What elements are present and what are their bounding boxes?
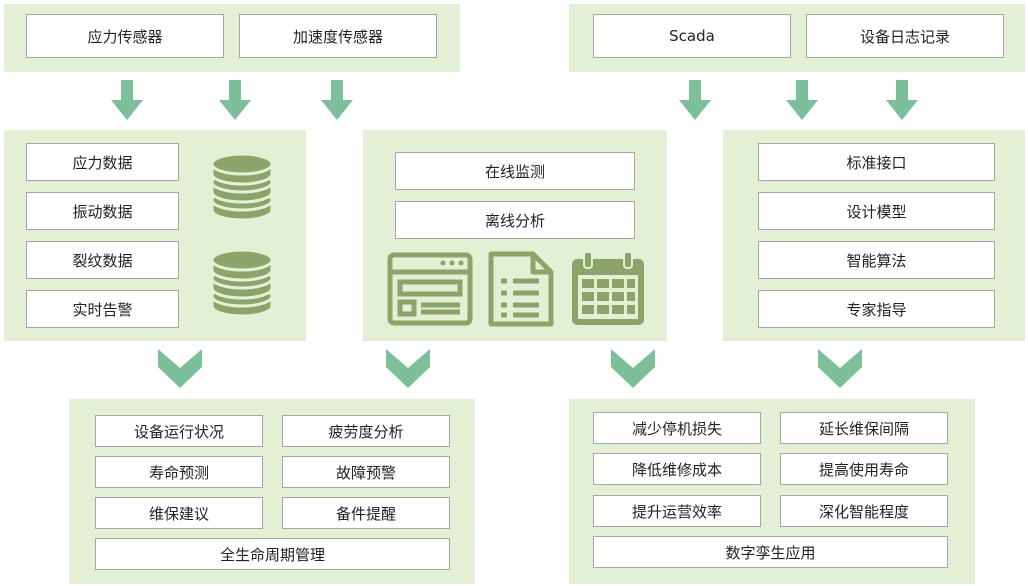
data-item-crack: 裂纹数据 (26, 241, 179, 279)
data-item-realtime-alarm: 实时告警 (26, 290, 179, 328)
down-arrow-icon (786, 80, 818, 120)
down-arrow-icon (219, 80, 251, 120)
chevron-arrow-icons (158, 349, 862, 388)
chevron-down-icon (611, 349, 655, 388)
source-stress-sensor: 应力传感器 (26, 14, 224, 58)
browser-window-icon (387, 252, 473, 326)
outcome-deepen-intelligence: 深化智能程度 (780, 495, 948, 527)
outcome-reduce-repair-cost: 降低维修成本 (593, 453, 761, 485)
monitor-item-online: 在线监测 (395, 152, 635, 190)
source-acceleration-sensor: 加速度传感器 (239, 14, 437, 58)
down-arrow-icon (886, 80, 918, 120)
chevron-down-icon (158, 349, 202, 388)
database-icon (210, 152, 274, 222)
outcome-right-panel: 减少停机损失 延长维保间隔 降低维修成本 提高使用寿命 提升运营效率 深化智能程… (569, 399, 975, 584)
outcome-digital-twin-application: 数字孪生应用 (593, 536, 948, 568)
outcome-spare-parts-reminder: 备件提醒 (282, 497, 450, 529)
database-icon (210, 248, 274, 318)
down-arrow-icon (111, 80, 143, 120)
outcome-equipment-status: 设备运行状况 (95, 415, 263, 447)
down-arrow-icon (679, 80, 711, 120)
outcome-extend-maintenance-interval: 延长维保间隔 (780, 412, 948, 444)
calendar-icon (572, 251, 644, 325)
outcome-reduce-downtime: 减少停机损失 (593, 412, 761, 444)
model-item-smart-algorithm: 智能算法 (758, 241, 995, 279)
outcome-life-prediction: 寿命预测 (95, 456, 263, 488)
outcome-fatigue-analysis: 疲劳度分析 (282, 415, 450, 447)
outcome-left-panel: 设备运行状况 疲劳度分析 寿命预测 故障预警 维保建议 备件提醒 全生命周期管理 (69, 399, 475, 584)
source-scada: Scada (593, 14, 791, 58)
monitor-panel: 在线监测 离线分析 (363, 130, 667, 341)
data-item-stress: 应力数据 (26, 143, 179, 181)
sources-right-panel: Scada 设备日志记录 (569, 4, 1025, 72)
chevron-down-icon (386, 349, 430, 388)
sources-left-panel: 应力传感器 加速度传感器 (4, 4, 460, 72)
down-arrow-icon (321, 80, 353, 120)
model-item-standard-interface: 标准接口 (758, 143, 995, 181)
source-device-log: 设备日志记录 (806, 14, 1004, 58)
data-item-vibration: 振动数据 (26, 192, 179, 230)
data-panel: 应力数据 振动数据 裂纹数据 实时告警 (4, 130, 306, 341)
model-item-design-model: 设计模型 (758, 192, 995, 230)
outcome-increase-service-life: 提高使用寿命 (780, 453, 948, 485)
outcome-improve-efficiency: 提升运营效率 (593, 495, 761, 527)
outcome-maintenance-advice: 维保建议 (95, 497, 263, 529)
down-arrow-icons (111, 80, 918, 120)
document-list-icon (488, 251, 554, 327)
outcome-lifecycle-management: 全生命周期管理 (95, 538, 450, 570)
model-item-expert-guidance: 专家指导 (758, 290, 995, 328)
outcome-fault-warning: 故障预警 (282, 456, 450, 488)
chevron-down-icon (818, 349, 862, 388)
model-panel: 标准接口 设计模型 智能算法 专家指导 (723, 130, 1025, 341)
monitor-item-offline: 离线分析 (395, 201, 635, 239)
